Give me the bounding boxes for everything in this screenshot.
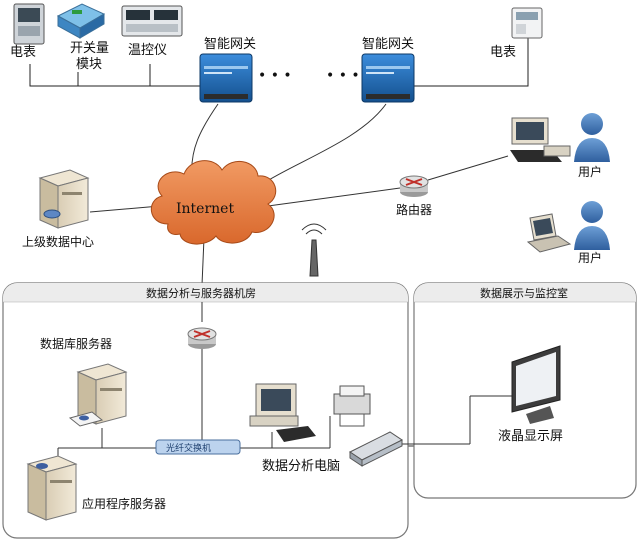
lcd-screen-label: 液晶显示屏	[498, 429, 563, 444]
network-switch-icon	[349, 431, 403, 467]
printer-icon	[333, 385, 371, 427]
user-bottom-laptop-icon	[526, 213, 572, 253]
internet-label: Internet	[176, 201, 234, 217]
upper-data-center-icon	[38, 169, 90, 229]
room-links	[57, 302, 512, 462]
server-room-frame	[2, 282, 409, 539]
user-bottom-person-icon	[574, 201, 610, 250]
user-bottom-label: 用户	[578, 250, 602, 265]
meter-right-label: 电表	[490, 45, 516, 60]
temp-controller-icon	[121, 5, 183, 37]
router-room-icon	[187, 327, 217, 349]
dots-right: • • •	[326, 68, 360, 84]
switch-module-label-1: 开关量	[70, 41, 109, 56]
user-top-person-icon	[574, 113, 610, 162]
analysis-pc-label: 数据分析电脑	[262, 459, 340, 474]
analysis-pc-icon	[249, 383, 316, 442]
db-server-label: 数据库服务器	[40, 336, 112, 351]
internet-cloud-icon	[151, 160, 277, 245]
router-top-icon	[399, 175, 429, 197]
temp-controller-label: 温控仪	[128, 43, 167, 58]
meter-left-icon	[13, 3, 45, 45]
lcd-screen-icon	[511, 345, 561, 424]
gateway-left-icon	[199, 53, 253, 103]
server-room-title: 数据分析与服务器机房	[146, 286, 256, 300]
app-server-label: 应用程序服务器	[82, 496, 166, 511]
monitor-room-title: 数据展示与监控室	[480, 286, 568, 300]
gateway-right-label: 智能网关	[362, 37, 414, 52]
user-top-desktop-icon	[510, 117, 571, 162]
device-bus	[29, 36, 529, 87]
switch-module-label-2: 模块	[76, 57, 102, 72]
dots-left: • • •	[258, 68, 292, 84]
meter-left-label: 电表	[10, 45, 36, 60]
gateway-left-label: 智能网关	[204, 37, 256, 52]
fiber-switch-icon	[155, 439, 241, 455]
gateway-right-icon	[361, 53, 415, 103]
router-label: 路由器	[396, 202, 432, 217]
meter-right-icon	[511, 7, 543, 39]
switch-module-icon	[56, 3, 106, 39]
user-top-label: 用户	[578, 164, 602, 179]
upper-data-center-label: 上级数据中心	[22, 234, 94, 249]
app-server-icon	[26, 455, 78, 521]
wireless-antenna-icon	[301, 223, 327, 277]
db-server-icon	[68, 363, 128, 427]
fiber-switch-label: 光纤交换机	[166, 442, 211, 454]
